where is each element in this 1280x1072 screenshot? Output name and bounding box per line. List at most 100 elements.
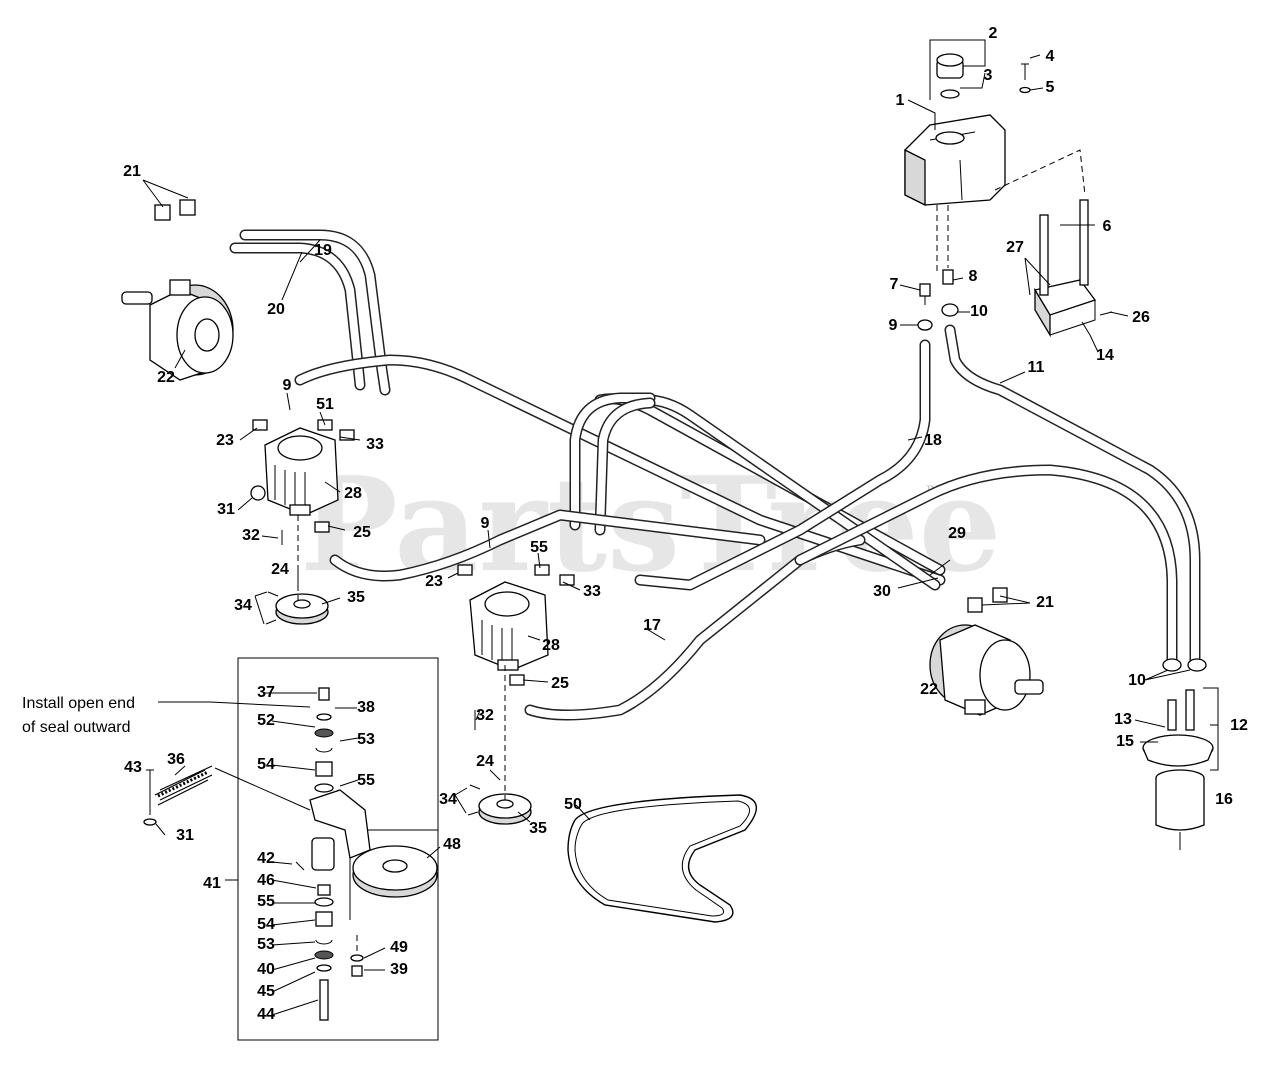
nut-31b bbox=[143, 818, 157, 826]
clamp-10-tank bbox=[941, 303, 959, 317]
callout-55-upper: 55 bbox=[357, 772, 375, 789]
filter-head bbox=[1142, 689, 1214, 767]
callout-9-left: 9 bbox=[283, 377, 292, 394]
tank-bracket bbox=[1033, 199, 1097, 338]
fitting-8 bbox=[942, 269, 954, 285]
callout-43: 43 bbox=[124, 759, 142, 776]
right-wheel-motor bbox=[929, 624, 1044, 716]
filter-bracket-line bbox=[1203, 687, 1219, 771]
hose-19 bbox=[239, 229, 391, 396]
callout-16: 16 bbox=[1215, 791, 1233, 808]
cap-gasket bbox=[940, 89, 960, 99]
callout-29: 29 bbox=[948, 525, 966, 542]
callout-22-right: 22 bbox=[920, 681, 938, 698]
callout-37: 37 bbox=[257, 684, 275, 701]
callout-21-left: 21 bbox=[123, 163, 141, 180]
callout-44: 44 bbox=[257, 1006, 275, 1023]
hose-arch-1 bbox=[569, 392, 656, 531]
callout-10-tank: 10 bbox=[970, 303, 988, 320]
callout-10-filter: 10 bbox=[1128, 672, 1146, 689]
callout-labels: 2 3 4 5 1 6 27 26 14 7 8 9 10 11 18 29 3… bbox=[123, 25, 1248, 1023]
callout-28-mid: 28 bbox=[542, 637, 560, 654]
callout-55-lower: 55 bbox=[257, 893, 275, 910]
callout-12: 12 bbox=[1230, 717, 1248, 734]
hose-return bbox=[794, 464, 1178, 666]
callout-25-left: 25 bbox=[353, 524, 371, 541]
right-hydraulic-pump bbox=[469, 581, 549, 671]
callout-45: 45 bbox=[257, 983, 275, 1000]
callout-40: 40 bbox=[257, 961, 275, 978]
hose-25a-line bbox=[329, 509, 766, 582]
bolt-14 bbox=[1081, 321, 1091, 336]
clamp-10-filter-b bbox=[1187, 658, 1207, 672]
callout-51: 51 bbox=[316, 396, 334, 413]
callout-33-mid: 33 bbox=[583, 583, 601, 600]
callout-4: 4 bbox=[1046, 48, 1055, 65]
spring-to-arm-line bbox=[214, 767, 311, 811]
drive-belt bbox=[567, 794, 757, 923]
left-motor-elbows bbox=[154, 199, 196, 221]
callout-54-lower: 54 bbox=[257, 916, 275, 933]
left-pulley bbox=[275, 593, 329, 625]
callout-31-pump: 31 bbox=[217, 501, 235, 518]
note-line-2: of seal outward bbox=[22, 719, 131, 736]
callout-34-mid: 34 bbox=[439, 791, 457, 808]
callout-42: 42 bbox=[257, 850, 275, 867]
callout-25-mid: 25 bbox=[551, 675, 569, 692]
callout-9-mid: 9 bbox=[481, 515, 490, 532]
callout-27: 27 bbox=[1006, 239, 1024, 256]
callout-20: 20 bbox=[267, 301, 285, 318]
callout-1: 1 bbox=[896, 92, 905, 109]
filter-cartridge bbox=[1155, 769, 1205, 831]
screws-34a bbox=[265, 591, 279, 625]
clamp-10-filter-a bbox=[1162, 658, 1182, 672]
callout-11: 11 bbox=[1028, 359, 1045, 376]
callout-24-mid: 24 bbox=[476, 753, 494, 770]
hose-arch-2 bbox=[594, 397, 656, 536]
callout-15: 15 bbox=[1116, 733, 1134, 750]
left-hydraulic-pump bbox=[264, 427, 339, 516]
callout-53-upper: 53 bbox=[357, 731, 375, 748]
callout-35-mid: 35 bbox=[529, 820, 547, 837]
callout-6: 6 bbox=[1103, 218, 1112, 235]
installation-note: Install open end of seal outward bbox=[22, 695, 135, 736]
washer-49 bbox=[350, 954, 364, 962]
note-line-1: Install open end bbox=[22, 695, 135, 712]
bolt-39 bbox=[351, 965, 363, 977]
idler-stack bbox=[314, 687, 334, 1021]
callout-9-tank: 9 bbox=[889, 317, 898, 334]
callout-24-left: 24 bbox=[271, 561, 289, 578]
callout-2: 2 bbox=[989, 25, 998, 42]
callout-54-upper: 54 bbox=[257, 756, 275, 773]
callout-14: 14 bbox=[1096, 347, 1114, 364]
callout-32-left: 32 bbox=[242, 527, 260, 544]
callout-3: 3 bbox=[984, 67, 993, 84]
callout-41: 41 bbox=[203, 875, 221, 892]
callout-21-right: 21 bbox=[1036, 594, 1054, 611]
leader-lines bbox=[142, 39, 1218, 1016]
idler-pulley bbox=[352, 845, 438, 898]
callout-7: 7 bbox=[890, 276, 899, 293]
left-wheel-motor bbox=[121, 279, 234, 381]
hoses bbox=[229, 229, 1201, 721]
callout-49: 49 bbox=[390, 939, 408, 956]
callout-30: 30 bbox=[873, 583, 891, 600]
callout-48: 48 bbox=[443, 836, 461, 853]
hose-20 bbox=[229, 242, 366, 391]
fitting-7 bbox=[919, 283, 931, 305]
callout-23-left: 23 bbox=[216, 432, 234, 449]
callout-13: 13 bbox=[1114, 711, 1132, 728]
hose-loop-upper bbox=[294, 354, 946, 586]
clamp-9-tank bbox=[917, 319, 933, 331]
callout-28-left: 28 bbox=[344, 485, 362, 502]
callout-53-lower: 53 bbox=[257, 936, 275, 953]
callout-39: 39 bbox=[390, 961, 408, 978]
hydraulic-tank bbox=[904, 114, 1006, 207]
washer-5 bbox=[1019, 86, 1031, 94]
callout-50: 50 bbox=[564, 796, 582, 813]
callout-34-left: 34 bbox=[234, 597, 252, 614]
callout-8: 8 bbox=[969, 268, 978, 285]
callout-31-spring: 31 bbox=[176, 827, 194, 844]
callout-23-mid: 23 bbox=[425, 573, 443, 590]
